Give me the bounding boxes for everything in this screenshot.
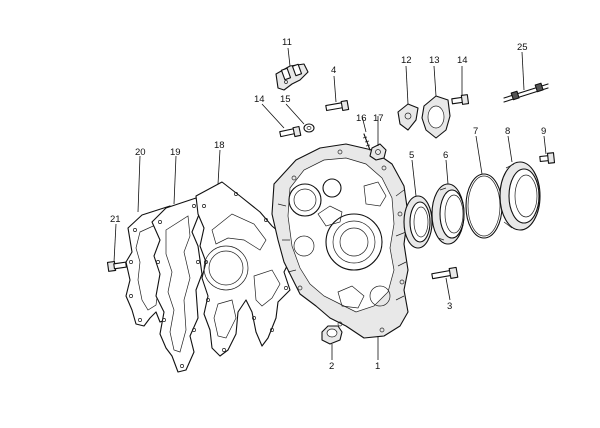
rod-25 xyxy=(503,82,549,103)
label-20: 20 xyxy=(135,147,146,158)
label-16: 16 xyxy=(356,113,367,124)
seal-5 xyxy=(403,195,433,249)
label-1: 1 xyxy=(375,361,380,372)
label-7: 7 xyxy=(473,126,478,137)
seal-8 xyxy=(499,161,541,231)
bolt-14 xyxy=(279,125,302,138)
timing-housing-1 xyxy=(271,143,409,339)
stud-16 xyxy=(362,133,371,151)
washer-15 xyxy=(303,123,315,133)
bolt-3 xyxy=(431,266,459,280)
plate-11 xyxy=(397,103,419,131)
label-9: 9 xyxy=(541,126,546,137)
label-19: 19 xyxy=(170,147,181,158)
label-2: 2 xyxy=(329,361,334,372)
label-17: 17 xyxy=(373,113,384,124)
label-6: 6 xyxy=(443,150,448,161)
label-14: 14 xyxy=(254,94,265,105)
bolt-21 xyxy=(106,260,127,272)
plug-2 xyxy=(321,325,343,345)
label-11: 12 xyxy=(401,55,412,66)
label-13: 14 xyxy=(457,55,468,66)
bolt-13 xyxy=(451,94,470,105)
label-10: 11 xyxy=(282,37,292,48)
label-12: 13 xyxy=(429,55,440,66)
nut-17 xyxy=(369,143,387,161)
gasket-19 xyxy=(151,197,203,373)
bolt-9 xyxy=(539,152,556,164)
label-4: 4 xyxy=(331,65,336,76)
o-ring-7 xyxy=(465,173,503,239)
cover-plate-12 xyxy=(421,95,451,139)
label-5: 5 xyxy=(409,150,414,161)
label-3: 3 xyxy=(447,301,452,312)
leader-lines xyxy=(113,47,547,360)
label-21: 21 xyxy=(110,214,121,225)
part-labels: 11 4 14 15 16 17 12 13 14 25 5 6 7 8 9 3… xyxy=(110,37,546,372)
bolt-4 xyxy=(325,100,350,112)
label-18: 18 xyxy=(214,140,225,151)
label-25: 25 xyxy=(517,42,528,53)
seal-6 xyxy=(431,183,465,245)
label-15: 15 xyxy=(280,94,291,105)
label-8: 8 xyxy=(505,126,510,137)
bracket-10 xyxy=(275,63,309,91)
